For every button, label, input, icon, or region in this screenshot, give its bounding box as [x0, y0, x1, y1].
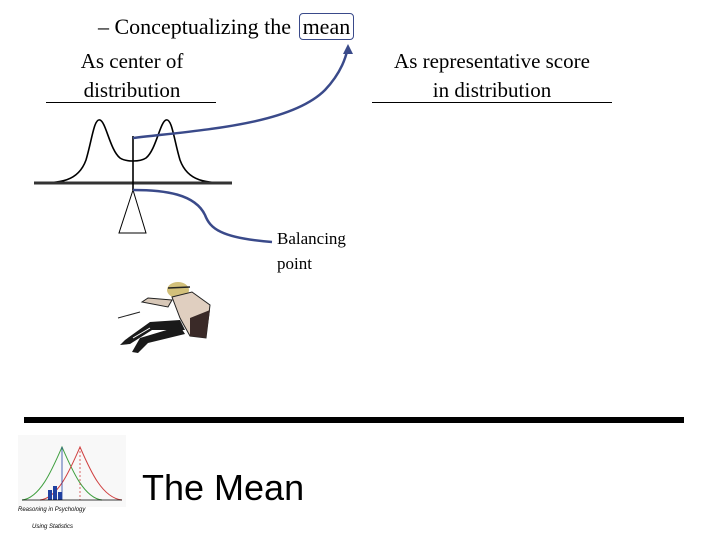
logo-caption-line2: Using Statistics	[32, 524, 74, 530]
center-of-distribution-label: As center of distribution	[42, 47, 222, 105]
logo-caption-line1: Reasoning in Psychology	[18, 507, 86, 513]
balancing-point-label: Balancing point	[277, 226, 346, 276]
heading-dash: –	[98, 14, 109, 39]
footer-divider-bar	[24, 417, 684, 423]
arrow-head	[343, 44, 353, 54]
right-label-line1: As representative score	[394, 49, 590, 73]
right-label-underline	[372, 102, 612, 103]
heading-text: Conceptualizing the	[114, 14, 292, 39]
person-sitting-illustration	[117, 282, 211, 353]
mean-highlight-box: mean	[298, 13, 355, 40]
balance-connector	[132, 188, 273, 244]
balance-line1: Balancing	[277, 229, 346, 248]
left-label-line2: distribution	[83, 78, 181, 102]
left-label-underline	[46, 102, 216, 103]
arrow-to-mean	[132, 47, 350, 140]
representative-score-label: As representative score in distribution	[372, 47, 612, 105]
distribution-logo	[18, 435, 126, 507]
right-label-line2: in distribution	[432, 78, 552, 102]
slide-heading: – Conceptualizing the mean	[98, 13, 355, 40]
fulcrum-triangle	[118, 188, 147, 234]
left-label-line1: As center of	[80, 49, 184, 73]
balance-line2: point	[277, 254, 312, 273]
footer-title: The Mean	[142, 467, 305, 508]
